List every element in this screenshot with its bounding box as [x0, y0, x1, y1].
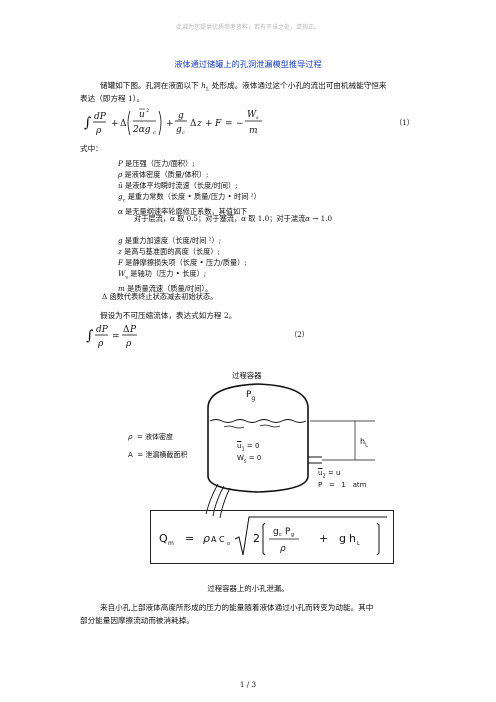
definition-g: g 是重力加速度（长度/时间 ²）;: [118, 236, 222, 245]
svg-text:Δ: Δ: [190, 119, 197, 129]
svg-text:+: +: [205, 119, 213, 129]
svg-text:c: c: [182, 130, 185, 136]
svg-text:W: W: [247, 110, 257, 120]
intro-line-1: 储罐如下图。孔洞在液面以下 hL 处形成。液体通过这个小孔的流出可由机械能守恒来: [100, 81, 387, 93]
label-u1: u1 = 0: [237, 442, 260, 453]
equation-1-graphic: ∫ dP ρ + Δ u 2 2αg c + g g c Δ z + F = −…: [84, 108, 262, 136]
svg-text:ρ: ρ: [95, 126, 102, 136]
definition-gc: gc 是重力常数（长度 • 质量/压力 • 时间 ²）: [118, 192, 261, 204]
tank-drawing: [205, 383, 375, 518]
svg-text:L: L: [357, 541, 360, 547]
definition-rho: ρ 是液体密度（质量/体积）;: [118, 170, 209, 179]
alpha-values: 对于层流，α 取 0.5；对于塞流，α 取 1.0；对于湍流α → 1.0: [134, 214, 333, 223]
label-p-atm: P = 1 atm: [318, 481, 367, 489]
svg-text:m: m: [249, 126, 258, 136]
svg-text:c: c: [279, 532, 282, 538]
svg-text:=: =: [185, 532, 194, 545]
definition-z: z 是高与基准面的高度（长度）;: [118, 247, 220, 256]
svg-text:+: +: [166, 119, 174, 129]
definition-Ws: Ws 是轴功（压力 • 长度）;: [118, 269, 207, 281]
label-u2: u2 = u: [318, 469, 341, 480]
equation-2-number: （2）: [290, 330, 309, 339]
svg-text:A C: A C: [211, 535, 225, 544]
watermark: 此减为您提供优质参考资料，若有不当之处，请指正。: [175, 24, 320, 31]
svg-text:=: =: [225, 119, 233, 129]
definitions-list: P 是压强（压力/面积）; ρ 是液体密度（质量/体积）; ū 是液体平均瞬时流…: [118, 158, 418, 217]
definition-m: m 是质量流速（质量/时间）。: [118, 284, 213, 294]
definition-u: ū 是液体平均瞬时流速（长度/时间）;: [118, 181, 238, 190]
svg-text:g: g: [291, 532, 294, 538]
svg-text:g: g: [178, 111, 184, 121]
mass-flow-formula-box: Q m = ρ A C o 2 g c P g ρ + g h L: [150, 510, 394, 564]
svg-text:2: 2: [146, 108, 149, 114]
svg-text:P: P: [129, 325, 137, 335]
svg-text:z: z: [196, 119, 202, 129]
svg-text:ρ: ρ: [203, 532, 210, 545]
svg-text:Δ: Δ: [120, 119, 127, 129]
svg-text:ρ: ρ: [125, 339, 132, 349]
definitions-list-2: g 是重力加速度（长度/时间 ²）; z 是高与基准面的高度（长度）; F 是静…: [118, 235, 418, 294]
equation-2-graphic: ∫ dP ρ = Δ P ρ: [86, 325, 137, 349]
svg-text:∫: ∫: [86, 328, 93, 344]
svg-text:∫: ∫: [84, 115, 91, 131]
svg-text:−: −: [236, 119, 244, 129]
svg-text:Q: Q: [159, 532, 168, 545]
diagram-title: 过程容器: [232, 371, 262, 380]
legend-area: A = 泄漏横截面积: [128, 451, 188, 459]
definition-P: P 是压强（压力/面积）;: [118, 159, 195, 168]
svg-text:u: u: [139, 110, 145, 120]
outro-line-1: 来自小孔上部液体高度所形成的压力的能量随着液体通过小孔而转变为动能。其中: [100, 603, 374, 612]
svg-text:+: +: [111, 119, 119, 129]
svg-text:c: c: [153, 130, 156, 136]
page-number: 1 / 3: [239, 680, 257, 689]
svg-text:P: P: [285, 527, 291, 537]
svg-text:o: o: [227, 541, 230, 547]
figure-caption: 过程容器上的小孔泄漏。: [207, 584, 289, 593]
outro-line-2: 部分能量因摩擦流动而被消耗掉。: [80, 616, 194, 625]
svg-text:2αg: 2αg: [132, 125, 151, 135]
svg-text:dP: dP: [94, 112, 107, 122]
svg-text:s: s: [256, 115, 259, 121]
where-label: 式中：: [80, 144, 103, 153]
svg-text:Δ: Δ: [123, 325, 130, 335]
svg-text:h: h: [349, 532, 356, 545]
svg-text:F: F: [214, 119, 222, 129]
delta-definition: Δ 函数代表终止状态减去初始状态。: [102, 292, 218, 301]
svg-text:g: g: [176, 125, 182, 135]
equation-2: ∫ dP ρ = Δ P ρ: [86, 320, 166, 350]
svg-text:+: +: [319, 532, 328, 545]
svg-text:2: 2: [253, 532, 260, 545]
incompressible-assumption: 假设为不可压缩流体，表达式如方程 2。: [100, 311, 237, 320]
tank-diagram: 过程容器 Pg u1 = 0 Ws = 0 hL u2 = u P = 1 at…: [150, 338, 375, 568]
svg-text:dP: dP: [96, 325, 109, 335]
svg-text:g: g: [339, 532, 346, 545]
equation-1: ∫ dP ρ + Δ u 2 2αg c + g g c Δ z + F = −…: [84, 103, 324, 143]
label-ws: Ws = 0: [237, 454, 262, 465]
svg-text:g: g: [273, 527, 279, 537]
label-pg: Pg: [246, 390, 256, 402]
intro-line-2: 表达（即方程 1）。: [80, 94, 145, 103]
svg-text:=: =: [112, 332, 120, 342]
definition-alpha: α 是无量纲速率轮廓修正系数，其值如下: [118, 207, 248, 217]
equation-1-number: （1）: [395, 118, 414, 127]
svg-text:m: m: [168, 540, 174, 547]
svg-text:ρ: ρ: [97, 339, 104, 349]
mass-flow-formula: Q m = ρ A C o 2 g c P g ρ + g h L: [159, 516, 387, 556]
legend-rho: ρ = 液体密度: [128, 433, 173, 441]
label-hl: hL: [360, 437, 368, 449]
definition-F: F 是静摩擦损失项（长度 • 压力/质量）;: [118, 258, 247, 267]
document-title: 液体通过储罐上的孔洞泄漏模型推导过程: [174, 59, 322, 69]
svg-text:ρ: ρ: [280, 544, 286, 554]
